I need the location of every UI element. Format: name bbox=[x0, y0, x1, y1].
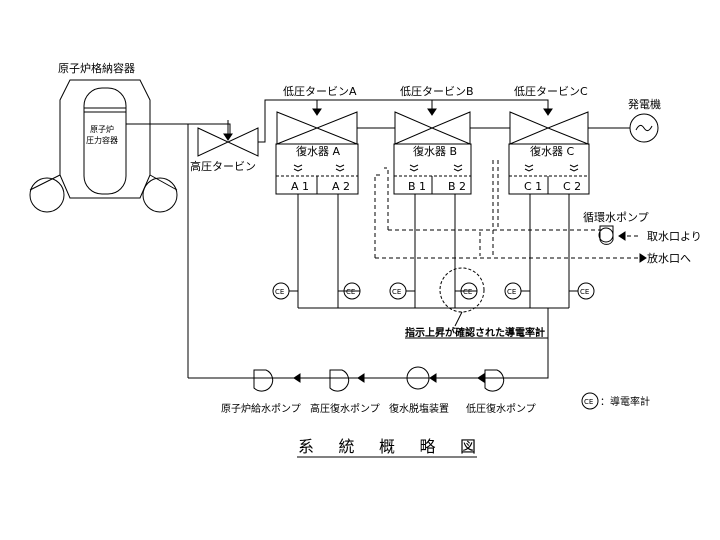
lp-condensate-pump-symbol bbox=[484, 369, 505, 392]
rpv-label-line2: 圧力容器 bbox=[86, 135, 118, 145]
ce-b2-circle bbox=[460, 282, 478, 300]
condenser-b-box bbox=[393, 143, 472, 195]
ce-note-label: 指示上昇が確認された導電率計 bbox=[405, 326, 545, 339]
lp-turbine-b-symbol bbox=[394, 111, 471, 145]
legend-description: ：導電率計 bbox=[600, 395, 650, 408]
ce-c1-circle bbox=[504, 282, 522, 300]
feedwater-line bbox=[187, 124, 520, 379]
circulating-pump-label: 循環水ポンプ bbox=[583, 211, 649, 224]
ce-b1-circle bbox=[389, 282, 407, 300]
lp-turbine-c-symbol bbox=[509, 111, 589, 145]
demineralizer-label: 復水脱塩装置 bbox=[389, 402, 449, 415]
lp-condensate-pump-label: 低圧復水ポンプ bbox=[466, 402, 536, 415]
diagram-title: 系 統 概 略 図 bbox=[298, 437, 476, 456]
condensate-piping bbox=[297, 194, 570, 379]
ce-c2-circle bbox=[577, 282, 595, 300]
containment-label: 原子炉格納容器 bbox=[58, 61, 135, 75]
section-c1-label: C 1 bbox=[524, 180, 542, 193]
lp-turbine-a-label: 低圧タービンA bbox=[283, 85, 357, 98]
crossover-line bbox=[258, 99, 549, 143]
section-b2-label: B 2 bbox=[448, 180, 466, 193]
ce-c2-text: CE bbox=[580, 288, 589, 296]
rpv-label-line1: 原子炉 bbox=[90, 124, 114, 134]
demineralizer-symbol bbox=[406, 366, 430, 390]
feed-pump-label: 原子炉給水ポンプ bbox=[221, 402, 301, 415]
section-a2-label: A 2 bbox=[332, 180, 350, 193]
lp-turbine-b-label: 低圧タービンB bbox=[400, 85, 474, 98]
ce-b2-text: CE bbox=[463, 288, 472, 296]
generator-label: 発電機 bbox=[628, 97, 661, 111]
intake-label: 取水口より bbox=[647, 230, 702, 243]
condenser-c-box bbox=[508, 143, 590, 195]
legend-ce-circle bbox=[581, 392, 599, 410]
ce-b1-text: CE bbox=[392, 288, 401, 296]
section-c2-label: C 2 bbox=[563, 180, 581, 193]
circulating-water-pump bbox=[598, 225, 614, 245]
ce-a1-circle bbox=[272, 282, 290, 300]
main-steam-line bbox=[126, 123, 231, 135]
section-b1-label: B 1 bbox=[408, 180, 426, 193]
section-a1-label: A 1 bbox=[291, 180, 309, 193]
condenser-b-label: 復水器 B bbox=[413, 145, 457, 158]
hp-condensate-pump-symbol bbox=[329, 369, 350, 392]
ce-a1-text: CE bbox=[275, 288, 284, 296]
lp-turbine-c-label: 低圧タービンC bbox=[514, 85, 588, 98]
condenser-a-label: 復水器 A bbox=[296, 145, 340, 158]
ce-a2-text: CE bbox=[346, 288, 355, 296]
hp-turbine-label: 高圧タービン bbox=[190, 159, 256, 173]
highlight-circle bbox=[439, 267, 485, 313]
legend-ce-text: CE bbox=[584, 398, 593, 406]
ce-c1-text: CE bbox=[507, 288, 516, 296]
feed-pump-symbol bbox=[253, 369, 274, 392]
generator-symbol bbox=[629, 113, 659, 143]
hp-condensate-pump-label: 高圧復水ポンプ bbox=[310, 402, 380, 415]
containment-vessel bbox=[29, 79, 178, 213]
lp-turbine-a-symbol bbox=[276, 111, 358, 145]
hp-turbine-symbol bbox=[197, 120, 259, 157]
condenser-a-box bbox=[275, 143, 359, 195]
discharge-label: 放水口へ bbox=[647, 251, 691, 265]
reactor-pressure-vessel bbox=[83, 87, 127, 195]
condenser-c-label: 復水器 C bbox=[530, 145, 574, 158]
ce-a2-circle bbox=[343, 282, 361, 300]
